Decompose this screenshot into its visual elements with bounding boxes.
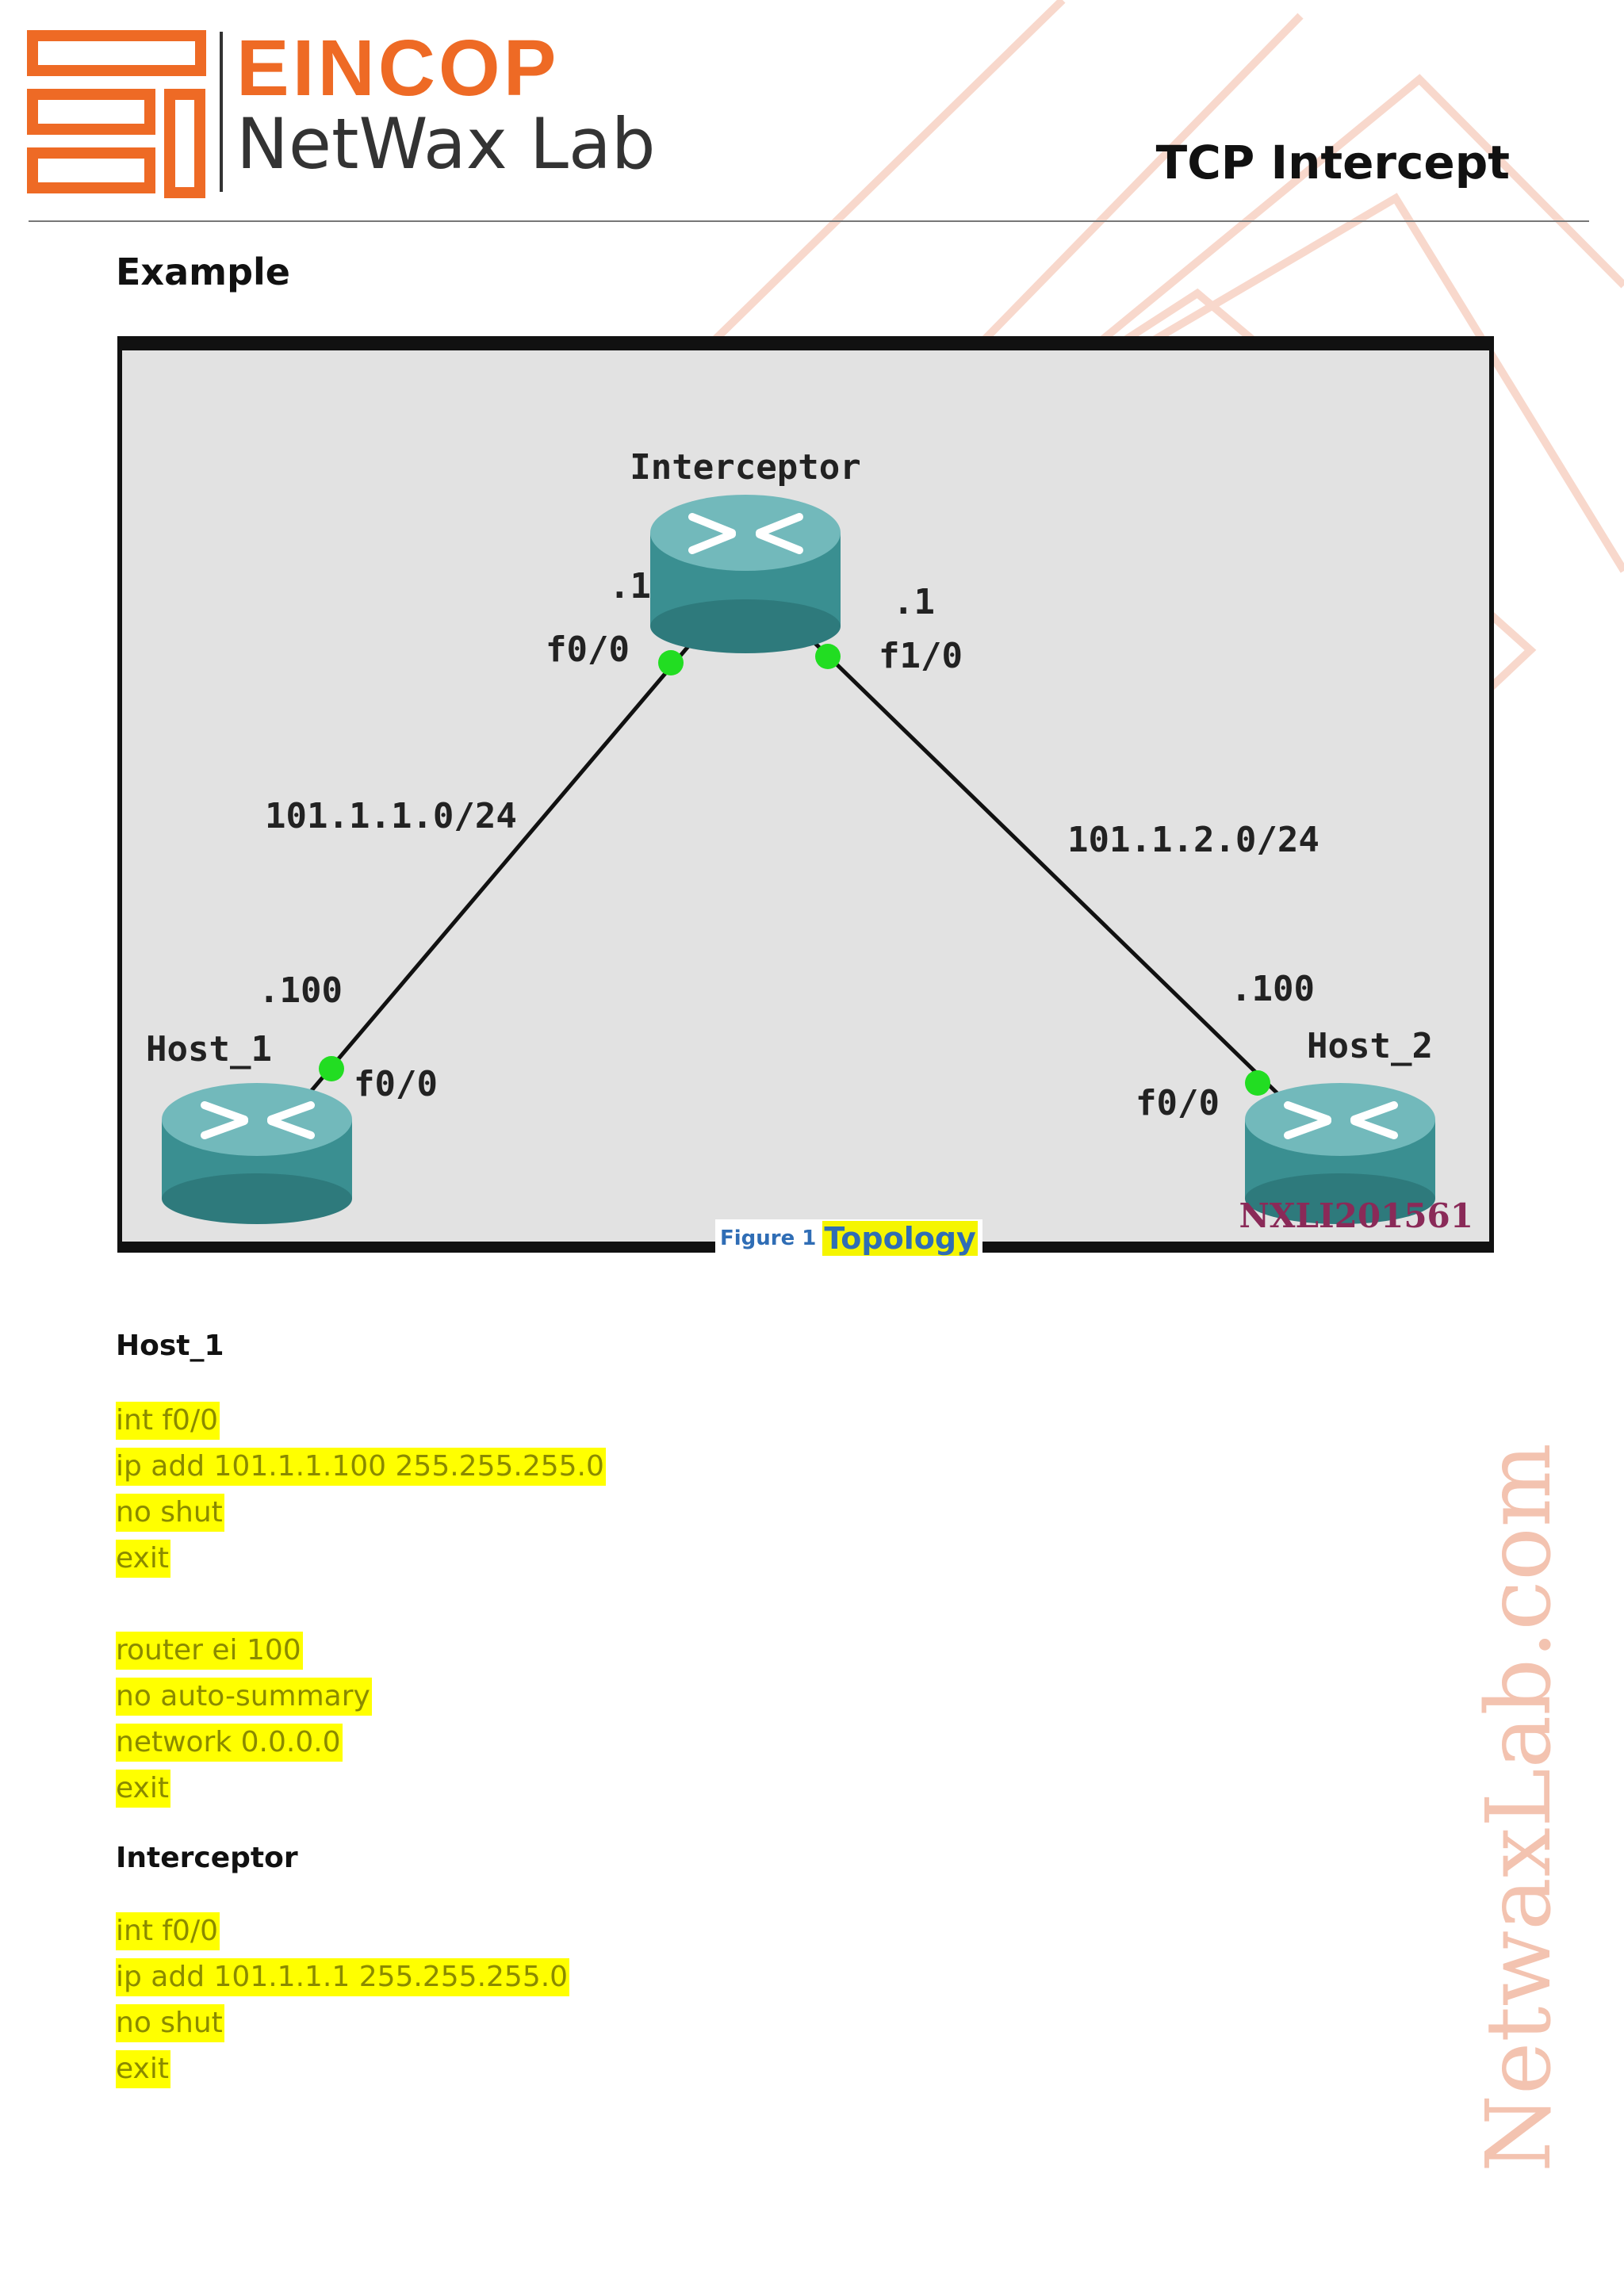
logo-subtitle-text: NetWax Lab bbox=[236, 103, 656, 185]
config-line: exit bbox=[116, 1770, 170, 1808]
config-line: ip add 101.1.1.100 255.255.255.0 bbox=[116, 1448, 606, 1486]
link-status-dot bbox=[815, 644, 841, 669]
ip-label: .1 bbox=[893, 582, 935, 622]
subnet-label: 101.1.2.0/24 bbox=[1067, 820, 1320, 860]
device-label-interceptor: Interceptor bbox=[630, 447, 860, 488]
interceptor-config-heading: Interceptor bbox=[116, 1842, 298, 1874]
subnet-label: 101.1.1.0/24 bbox=[265, 796, 517, 836]
watermark-text: NetwaxLab.com bbox=[1468, 1443, 1571, 2172]
config-line: exit bbox=[116, 2050, 170, 2088]
interface-label: f0/0 bbox=[546, 629, 630, 670]
caption-label: Figure 1 bbox=[720, 1226, 817, 1250]
figure-caption: Figure 1 Topology bbox=[715, 1219, 982, 1257]
interface-label: f1/0 bbox=[879, 636, 963, 676]
interface-label: f0/0 bbox=[354, 1064, 438, 1104]
topology-diagram: Interceptor .1 f0/0 .1 f1/0 101.1.1.0/24… bbox=[117, 336, 1494, 1253]
header-divider bbox=[29, 220, 1589, 222]
link-right bbox=[799, 628, 1285, 1100]
router-host1-icon bbox=[162, 1083, 352, 1224]
caption-text: Topology bbox=[822, 1221, 978, 1256]
config-line: network 0.0.0.0 bbox=[116, 1724, 343, 1762]
device-label-host2: Host_2 bbox=[1307, 1026, 1433, 1066]
interceptor-config-block: int f0/0 ip add 101.1.1.1 255.255.255.0 … bbox=[116, 1912, 570, 2096]
link-status-dot bbox=[1245, 1070, 1270, 1096]
config-line: int f0/0 bbox=[116, 1912, 220, 1950]
router-host2-icon bbox=[1245, 1083, 1435, 1224]
ip-label: .100 bbox=[259, 970, 343, 1011]
section-heading: Example bbox=[116, 251, 290, 293]
config-line: int f0/0 bbox=[116, 1402, 220, 1440]
topology-figure: Interceptor .1 f0/0 .1 f1/0 101.1.1.0/24… bbox=[117, 336, 1494, 1253]
config-line: exit bbox=[116, 1540, 170, 1578]
interface-label: f0/0 bbox=[1136, 1083, 1220, 1123]
device-label-host1: Host_1 bbox=[146, 1029, 272, 1070]
config-line: no shut bbox=[116, 1494, 224, 1532]
ip-label: .1 bbox=[609, 566, 651, 607]
link-status-dot bbox=[319, 1056, 344, 1081]
config-line: no auto-summary bbox=[116, 1678, 372, 1716]
host1-config-block: int f0/0 ip add 101.1.1.100 255.255.255.… bbox=[116, 1402, 606, 1816]
logo-brand-text: EINCOP bbox=[236, 24, 560, 113]
page-title: TCP Intercept bbox=[1155, 136, 1510, 189]
link-status-dot bbox=[658, 650, 684, 675]
config-line: no shut bbox=[116, 2004, 224, 2042]
eincop-logo-icon bbox=[27, 30, 206, 198]
host1-config-heading: Host_1 bbox=[116, 1330, 224, 1362]
config-line: router ei 100 bbox=[116, 1632, 303, 1670]
config-line: ip add 101.1.1.1 255.255.255.0 bbox=[116, 1958, 570, 1996]
link-left bbox=[303, 628, 704, 1100]
ip-label: .100 bbox=[1231, 969, 1315, 1009]
router-interceptor-icon bbox=[650, 495, 841, 653]
logo-divider bbox=[220, 32, 223, 192]
figure-stamp: NXLI201561 bbox=[1239, 1196, 1474, 1235]
